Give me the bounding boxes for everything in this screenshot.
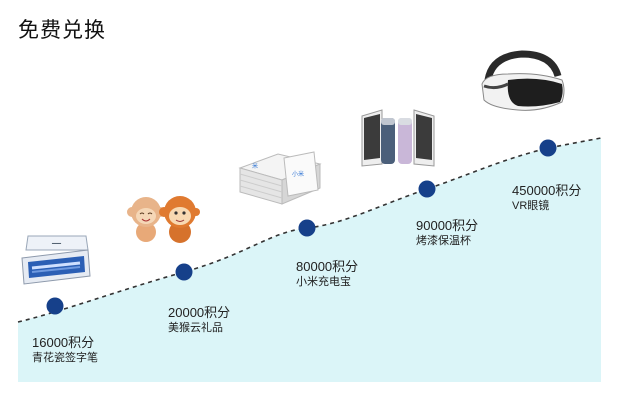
reward-name: 烤漆保温杯 bbox=[416, 235, 471, 247]
power-bank-icon: 小米 米 bbox=[238, 151, 322, 205]
reward-label: 90000积分 烤漆保温杯 bbox=[416, 217, 478, 249]
vr-headset-icon bbox=[481, 50, 565, 111]
reward-name: 青花瓷签字笔 bbox=[32, 352, 98, 364]
thermos-icon bbox=[361, 109, 435, 167]
page-title: 免费兑换 bbox=[18, 18, 106, 42]
curve-fill-area bbox=[18, 138, 601, 382]
reward-label: 16000积分 青花瓷签字笔 bbox=[32, 334, 98, 366]
milestone-dot bbox=[418, 180, 436, 198]
reward-name: 美猴云礼品 bbox=[168, 322, 223, 334]
reward-points: 80000积分 bbox=[296, 259, 359, 274]
milestone-dot bbox=[46, 297, 64, 315]
reward-name: VR眼镜 bbox=[512, 200, 550, 212]
monkey-doll-icon bbox=[127, 196, 200, 243]
milestone-dot bbox=[298, 219, 316, 237]
reward-label: 450000积分 VR眼镜 bbox=[512, 182, 581, 214]
reward-name: 小米充电宝 bbox=[296, 276, 351, 288]
svg-text:米: 米 bbox=[252, 162, 258, 170]
milestone-dot bbox=[175, 263, 193, 281]
svg-text:━━━: ━━━ bbox=[51, 241, 62, 247]
reward-points: 450000积分 bbox=[512, 183, 582, 198]
reward-points: 90000积分 bbox=[416, 218, 479, 233]
reward-points: 16000积分 bbox=[32, 335, 95, 350]
pen-box-icon: ━━━ bbox=[21, 235, 91, 285]
reward-label: 80000积分 小米充电宝 bbox=[296, 258, 358, 290]
milestone-dot bbox=[539, 139, 557, 157]
svg-text:小米: 小米 bbox=[292, 170, 304, 178]
reward-points: 20000积分 bbox=[168, 305, 231, 320]
reward-label: 20000积分 美猴云礼品 bbox=[168, 304, 230, 336]
